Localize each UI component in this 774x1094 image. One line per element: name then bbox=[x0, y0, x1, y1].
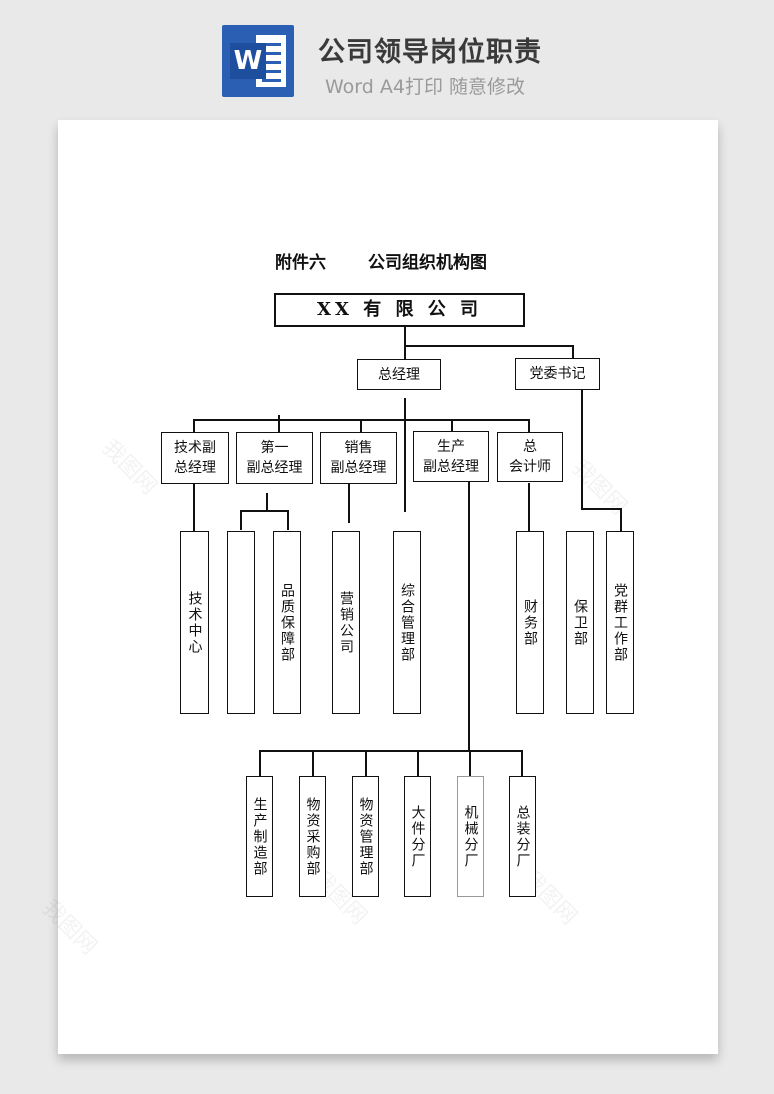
connector-line bbox=[521, 750, 523, 777]
connector-line bbox=[240, 510, 288, 512]
department-box: 党群工作部 bbox=[606, 531, 634, 714]
connector-line bbox=[572, 345, 574, 358]
connector-line bbox=[528, 483, 530, 531]
department-box: 品质保障部 bbox=[273, 531, 301, 714]
chart-title: 公司组织机构图 bbox=[368, 253, 487, 273]
vp-box: 技术副总经理 bbox=[161, 432, 229, 484]
department-box: 财务部 bbox=[516, 531, 544, 714]
connector-line bbox=[468, 475, 470, 751]
vp-box: 第一副总经理 bbox=[236, 432, 313, 484]
production-unit-box: 物资采购部 bbox=[299, 776, 326, 897]
vp-label-line: 副总经理 bbox=[246, 460, 303, 476]
vp-label-line: 会计师 bbox=[509, 459, 551, 475]
connector-line bbox=[528, 419, 530, 432]
connector-line bbox=[404, 345, 573, 347]
connector-line bbox=[240, 510, 242, 530]
production-unit-box: 机械分厂 bbox=[457, 776, 484, 897]
connector-line bbox=[312, 750, 314, 777]
connector-line bbox=[266, 493, 268, 511]
word-icon: W bbox=[222, 25, 294, 97]
document-subtitle: Word A4打印 随意修改 bbox=[325, 76, 526, 98]
watermark: 我图网 bbox=[567, 455, 632, 520]
connector-line bbox=[620, 508, 622, 532]
department-box bbox=[227, 531, 255, 714]
connector-line bbox=[404, 398, 406, 512]
vp-label-line: 第一 bbox=[260, 440, 289, 456]
connector-line bbox=[259, 750, 522, 752]
vp-label-line: 技术副 bbox=[174, 440, 216, 456]
watermark: 我图网 bbox=[37, 895, 102, 960]
vp-label-line: 总经理 bbox=[174, 460, 216, 476]
connector-line bbox=[365, 750, 367, 777]
general-manager-box: 总经理 bbox=[357, 359, 441, 390]
vp-label-line: 生产 bbox=[437, 438, 465, 455]
department-box: 技术中心 bbox=[180, 531, 209, 714]
connector-line bbox=[417, 750, 419, 777]
company-box: XX 有 限 公 司 bbox=[274, 293, 525, 327]
document-page: 我图网 我图网 我图网 我图网 我图网 附件六 公司组织机构图 XX 有 限 公… bbox=[37, 120, 718, 1054]
word-letter: W bbox=[230, 43, 266, 79]
connector-line bbox=[287, 510, 289, 530]
vp-label-line: 总 bbox=[523, 439, 537, 455]
watermark: 我图网 bbox=[97, 435, 162, 500]
vp-box: 总会计师 bbox=[497, 432, 563, 482]
connector-line bbox=[581, 508, 621, 510]
production-unit-box: 生产制造部 bbox=[246, 776, 273, 897]
vp-box: 生产副总经理 bbox=[413, 431, 489, 482]
connector-line bbox=[193, 483, 195, 531]
department-box: 营销公司 bbox=[332, 531, 360, 714]
production-unit-box: 大件分厂 bbox=[404, 776, 431, 897]
connector-line bbox=[278, 415, 280, 433]
vp-label-line: 副总经理 bbox=[330, 460, 387, 476]
department-box: 综合管理部 bbox=[393, 531, 421, 714]
document-title: 公司领导岗位职责 bbox=[318, 37, 542, 68]
connector-line bbox=[259, 750, 261, 777]
connector-line bbox=[360, 419, 362, 433]
vp-box: 销售副总经理 bbox=[320, 432, 397, 484]
vp-label-line: 销售 bbox=[344, 440, 373, 456]
production-unit-box: 物资管理部 bbox=[352, 776, 379, 897]
production-unit-box: 总装分厂 bbox=[509, 776, 536, 897]
connector-line bbox=[581, 390, 583, 508]
connector-line bbox=[404, 352, 406, 360]
party-secretary-box: 党委书记 bbox=[515, 358, 600, 390]
vp-label-line: 副总经理 bbox=[423, 458, 479, 475]
department-box: 保卫部 bbox=[566, 531, 594, 714]
connector-line bbox=[348, 483, 350, 523]
connector-line bbox=[469, 750, 471, 777]
header: W 公司领导岗位职责 Word A4打印 随意修改 bbox=[0, 0, 774, 118]
attachment-label: 附件六 bbox=[275, 253, 326, 273]
connector-line bbox=[404, 327, 406, 352]
connector-line bbox=[193, 419, 195, 433]
connector-line bbox=[451, 419, 453, 432]
